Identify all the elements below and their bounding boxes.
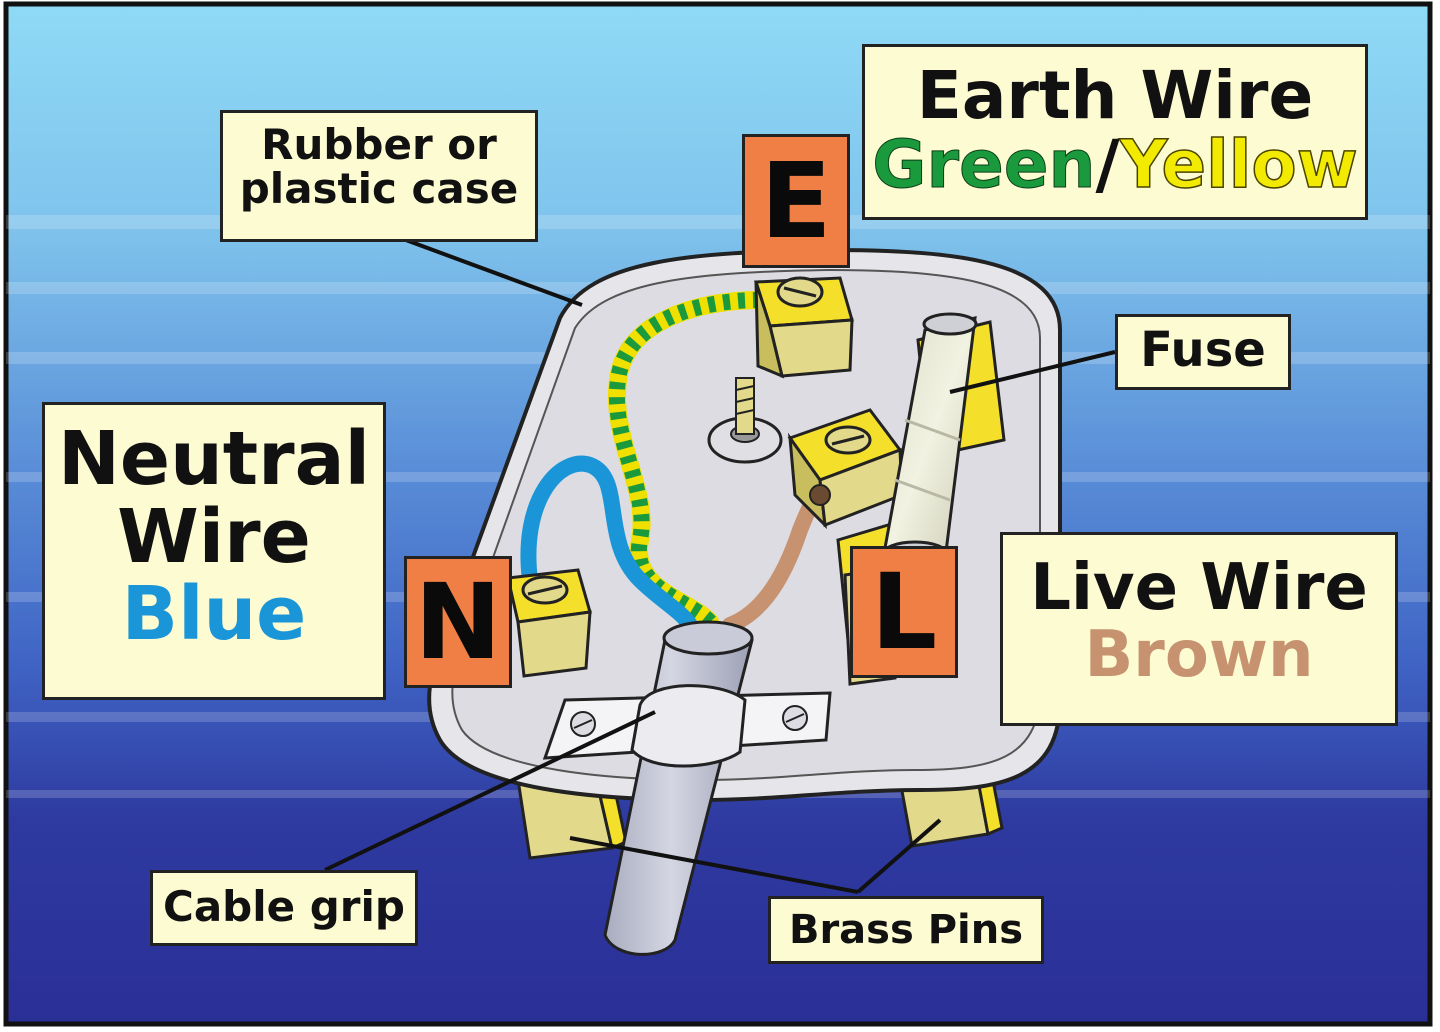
earth-terminal-letter: E	[742, 134, 850, 268]
case-label-line2: plastic case	[239, 164, 519, 214]
neutral-terminal-letter: N	[404, 556, 512, 688]
live-label-colour: Brown	[1084, 618, 1314, 693]
neutral-label-line2: Wire	[117, 493, 311, 580]
leader-cable-grip	[324, 710, 656, 872]
earth-label-colours: Green/Yellow	[865, 129, 1365, 200]
earth-colour-yellow: Yellow	[1119, 126, 1359, 204]
live-terminal-letter: L	[850, 546, 958, 678]
neutral-terminal-block	[506, 568, 592, 678]
neutral-label-colour: Blue	[121, 571, 307, 658]
leader-fuse	[949, 350, 1116, 394]
live-terminal-block	[787, 408, 904, 530]
neutral-label-line1: Neutral	[58, 416, 370, 502]
brass-pins-label-text: Brass Pins	[788, 907, 1024, 953]
leader-lines	[324, 234, 1116, 894]
earth-colour-slash: /	[1095, 126, 1120, 204]
live-label: Live Wire Brown	[1000, 532, 1398, 726]
earth-label: Earth Wire Green/Yellow	[862, 44, 1368, 220]
case-label: Rubber or plastic case	[220, 110, 538, 242]
live-label-title: Live Wire	[1030, 551, 1368, 625]
earth-colour-green: Green	[872, 126, 1096, 204]
cable-grip	[542, 684, 832, 768]
leader-brass-pin-left	[569, 836, 859, 894]
leader-brass-pin-right	[856, 818, 942, 894]
fuse-label-text: Fuse	[1140, 322, 1266, 378]
neutral-wire	[520, 455, 698, 633]
fuse-label: Fuse	[1115, 314, 1291, 390]
case-label-line1: Rubber or	[261, 120, 497, 169]
neutral-label: Neutral Wire Blue	[42, 402, 386, 700]
centre-screw	[707, 377, 783, 464]
earth-label-title: Earth Wire	[916, 57, 1314, 134]
earth-terminal-block	[753, 276, 854, 379]
brass-pins-label: Brass Pins	[768, 896, 1044, 964]
cable-grip-label-text: Cable grip	[163, 882, 405, 931]
cable-grip-label: Cable grip	[150, 870, 418, 946]
leader-case	[394, 234, 583, 307]
